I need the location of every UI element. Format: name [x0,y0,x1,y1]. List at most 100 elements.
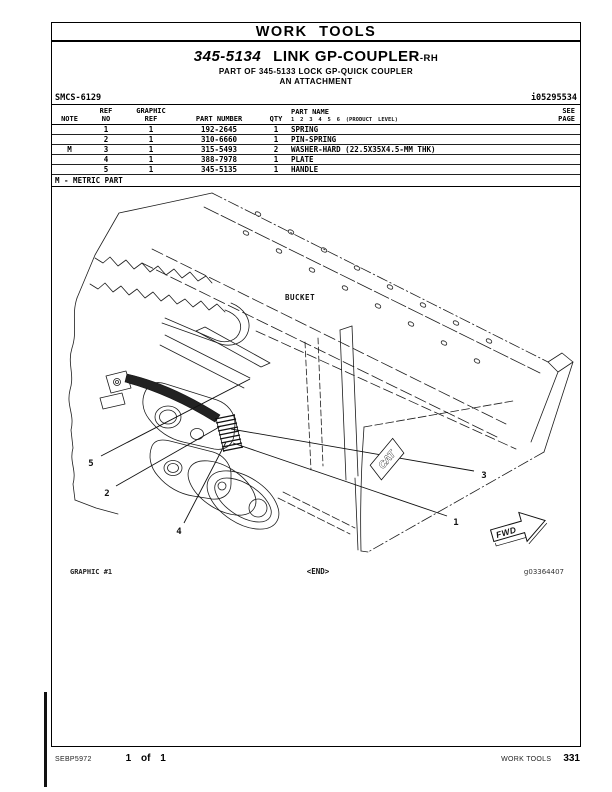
right-edge-outer [543,361,574,453]
graphic-id: g03364407 [523,568,564,576]
smcs-code: SMCS-6129 [55,93,102,103]
link-hole [248,498,268,518]
table-row: 4 1 388-7978 1 PLATE [52,155,580,165]
bucket-illustration: 5 2 4 3 1 BUCKET CAT FWD [68,192,574,553]
frame-top [339,325,353,331]
lower-hole-outer [163,460,183,476]
part-suffix: -RH [419,53,439,64]
frame-vertical-4 [317,337,324,467]
bucket-bottomleft-edge [74,499,119,515]
mount-slot [195,326,271,368]
footer-right: WORK TOOLS 331 [501,753,581,764]
pivot-hole-outer [154,405,182,429]
smcs-row: SMCS-6129 i05295534 [52,92,580,105]
lower-hole-inner [167,463,179,473]
table-row: M 3 1 315-5493 2 WASHER-HARD (22.5X35X4.… [52,145,580,155]
frame-vertical-1 [339,329,347,481]
header-product-level: 1 2 3 4 5 6 (PRODUCT LEVEL) [291,116,398,123]
hook-slot-outer [161,302,250,346]
floor-edge-1 [151,248,507,425]
mount-edge-2 [159,344,245,389]
hook-slot-inner [164,309,242,343]
graphic-caption: GRAPHIC #1 <END> g03364407 [53,567,579,576]
leader-5 [100,378,251,457]
mount-edge-1 [164,334,251,379]
side-face-left [360,426,365,552]
bucket-topleft-edge [76,192,213,299]
floor-edge-2 [141,262,498,438]
footer-left: SEBP5972 1 of 1 [51,753,166,764]
lower-dash-2 [282,491,356,529]
tab-bolt-outer [113,378,121,386]
frame-vertical-3 [304,341,312,471]
part-name-title: LINK GP-COUPLER [273,48,420,65]
link-plate-outer [206,470,280,530]
side-face-top [363,400,514,428]
right-corner-flange [547,352,574,373]
leader-4 [183,441,227,524]
floor-edge-3 [255,330,517,450]
bucket-label: BUCKET [285,293,315,302]
serration-band-1 [94,256,213,284]
callout-2: 2 [104,489,109,499]
link-small-hole [217,481,227,491]
small-bracket [99,392,126,410]
lower-dash-1 [277,497,351,535]
bolt-holes-row-1 [254,211,493,344]
link-plate-inner [214,477,272,523]
right-edge-inner [530,371,559,443]
link-plate-back [187,460,257,516]
top-flange-edge-1 [211,192,549,363]
frame-vertical-2 [351,325,359,477]
callout-1: 1 [453,518,458,528]
leader-1 [232,442,448,517]
bucket-left-edge [68,297,78,501]
page-number: 331 [563,753,580,764]
tab-bolt-inner [115,380,119,384]
handle-end-tab [105,370,132,394]
serration-band-2 [89,282,226,313]
page-footer: SEBP5972 1 of 1 WORK TOOLS 331 [51,753,581,769]
spring-coil [214,413,244,453]
page-title: 345-5134 LINK GP-COUPLER-RH [52,49,580,67]
fwd-arrow: FWD [489,511,548,547]
side-face-bottom [367,451,545,553]
doc-number: SEBP5972 [55,756,92,763]
top-flange-edge-2 [203,206,541,374]
table-row: 2 1 310-6660 1 PIN-SPRING [52,135,580,145]
callout-4: 4 [176,527,182,537]
subtitle-attachment: AN ATTACHMENT [279,77,353,86]
leader-2 [115,425,222,487]
end-marker: <END> [306,567,330,576]
subtitle-part-of: PART OF 345-5133 LOCK GP-QUICK COUPLER [218,67,414,76]
handle-bar [124,373,221,423]
metric-footnote: M - METRIC PART [52,175,580,187]
callout-5: 5 [88,459,93,469]
page-of-indicator: 1 of 1 [125,753,166,764]
side-face-rib [354,477,359,551]
cat-sticker: CAT [369,437,405,481]
pin-hole [190,428,204,440]
pivot-hole-inner [159,409,177,425]
table-row: 1 1 192-2645 1 SPRING [52,125,580,135]
header-note: NOTE [61,114,78,123]
part-number-title: 345-5134 [193,48,262,65]
scan-artifact [44,692,47,787]
section-header: WORK TOOLS [52,23,580,42]
bolt-holes-row-2 [242,230,481,364]
title-block: 345-5134 LINK GP-COUPLER-RH PART OF 345-5… [52,49,580,87]
leader-3 [230,428,475,472]
graphic-number: GRAPHIC #1 [70,568,113,576]
media-id: i05295534 [530,93,577,103]
footer-section: WORK TOOLS [501,756,552,763]
header-part-number: PART NUMBER [195,114,243,123]
side-face-corner [360,550,369,553]
table-row: 5 1 345-5135 1 HANDLE [52,165,580,175]
